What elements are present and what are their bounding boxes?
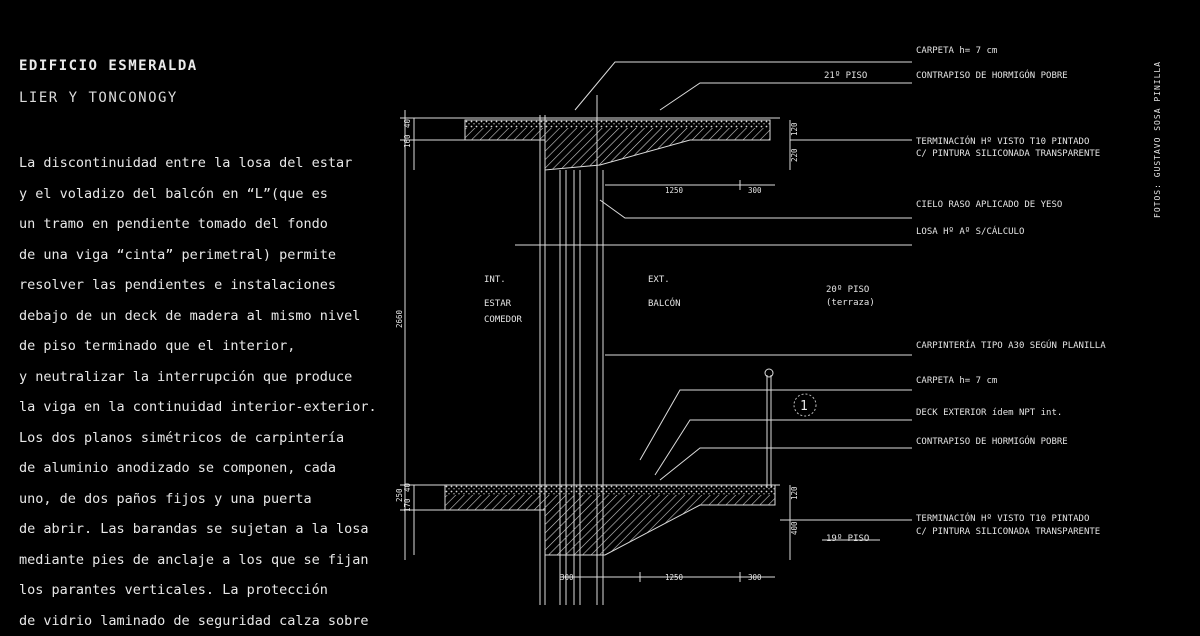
note-carpeta-bottom: CARPETA h= 7 cm [916, 376, 997, 386]
dim-300-left: 300 [560, 573, 574, 582]
photo-credit: FOTOS: GUSTAVO SOSA PINILLA [1153, 61, 1162, 218]
description-line: Los dos planos simétricos de carpintería [19, 423, 379, 454]
description-line: de piso terminado que el interior, [19, 331, 379, 362]
description-line: uno, de dos paños fijos y una puerta [19, 484, 379, 515]
dim-400: 400 [790, 521, 799, 535]
railing-knob-icon [765, 369, 773, 377]
dim-40-top: 40 [403, 118, 412, 128]
dim-1250-bottom: 1250 [665, 573, 684, 582]
note-carpinteria: CARPINTERÍA TIPO A30 SEGÚN PLANILLA [916, 339, 1106, 351]
description-line: de aluminio anodizado se componen, cada [19, 453, 379, 484]
description-line: de una viga “cinta” perimetral) permite [19, 240, 379, 271]
dim-120-top: 120 [790, 122, 799, 136]
bottom-slab-screed [445, 485, 775, 495]
project-title: EDIFICIO ESMERALDA [19, 58, 198, 74]
description-line: de vidrio laminado de seguridad calza so… [19, 606, 379, 636]
description-line: mediante pies de anclaje a los que se fi… [19, 545, 379, 576]
bottom-slab-hatch [445, 495, 775, 555]
dim-120-bottom: 120 [790, 486, 799, 500]
level-20-sub: (terraza) [826, 298, 875, 308]
note-deck: DECK EXTERIOR ídem NPT int. [916, 408, 1062, 418]
dim-40-bottom: 40 [403, 482, 412, 492]
note-losa: LOSA Hº Aº S/CÁLCULO [916, 225, 1024, 237]
dim-220: 220 [790, 148, 799, 162]
space-ext: EXT. [648, 275, 670, 285]
text-panel: EDIFICIO ESMERALDA LIER Y TONCONOGY La d… [0, 0, 380, 630]
space-comedor: COMEDOR [484, 315, 523, 325]
dim-1250-top: 1250 [665, 186, 684, 195]
description-line: debajo de un deck de madera al mismo niv… [19, 301, 379, 332]
description-line: y el voladizo del balcón en “L”(que es [19, 179, 379, 210]
note-terminacion-bottom-1: TERMINACIÓN Hº VISTO T10 PINTADO [916, 512, 1089, 524]
level-20: 20º PISO [826, 285, 869, 295]
note-carpeta-top: CARPETA h= 7 cm [916, 46, 997, 56]
description-line: la viga en la continuidad interior-exter… [19, 392, 379, 423]
level-19: 19º PISO [826, 534, 869, 544]
top-slab-hatch [465, 128, 770, 170]
note-cielo-raso: CIELO RASO APLICADO DE YESO [916, 200, 1062, 210]
note-contrapiso-top: CONTRAPISO DE HORMIGÓN POBRE [916, 69, 1068, 81]
description-line: resolver las pendientes e instalaciones [19, 270, 379, 301]
description-line: La discontinuidad entre la losa del esta… [19, 148, 379, 179]
note-contrapiso-bottom: CONTRAPISO DE HORMIGÓN POBRE [916, 435, 1068, 447]
note-terminacion-top-1: TERMINACIÓN Hº VISTO T10 PINTADO [916, 135, 1089, 147]
level-21: 21º PISO [824, 71, 867, 81]
detail-marker-label: 1 [800, 399, 808, 414]
dim-300-bottom: 300 [748, 573, 762, 582]
description-line: y neutralizar la interrupción que produc… [19, 362, 379, 393]
note-terminacion-bottom-2: C/ PINTURA SILICONADA TRANSPARENTE [916, 527, 1100, 537]
description-line: un tramo en pendiente tomado del fondo [19, 209, 379, 240]
project-architects: LIER Y TONCONOGY [19, 90, 178, 106]
space-estar: ESTAR [484, 299, 512, 309]
dim-160: 160 [403, 134, 412, 148]
section-drawing: 1 CARPETA h= 7 cm CONTRAPISO DE HORMIGÓN… [380, 0, 1200, 630]
description-paragraph: La discontinuidad entre la losa del esta… [19, 148, 379, 636]
space-int: INT. [484, 275, 506, 285]
dim-170: 170 [403, 498, 412, 512]
top-slab-screed [465, 120, 770, 128]
dim-2660: 2660 [395, 309, 404, 328]
note-terminacion-top-2: C/ PINTURA SILICONADA TRANSPARENTE [916, 149, 1100, 159]
description-line: de abrir. Las barandas se sujetan a la l… [19, 514, 379, 545]
description-line: los parantes verticales. La protección [19, 575, 379, 606]
space-balcon: BALCÓN [648, 297, 681, 309]
dim-300-top: 300 [748, 186, 762, 195]
